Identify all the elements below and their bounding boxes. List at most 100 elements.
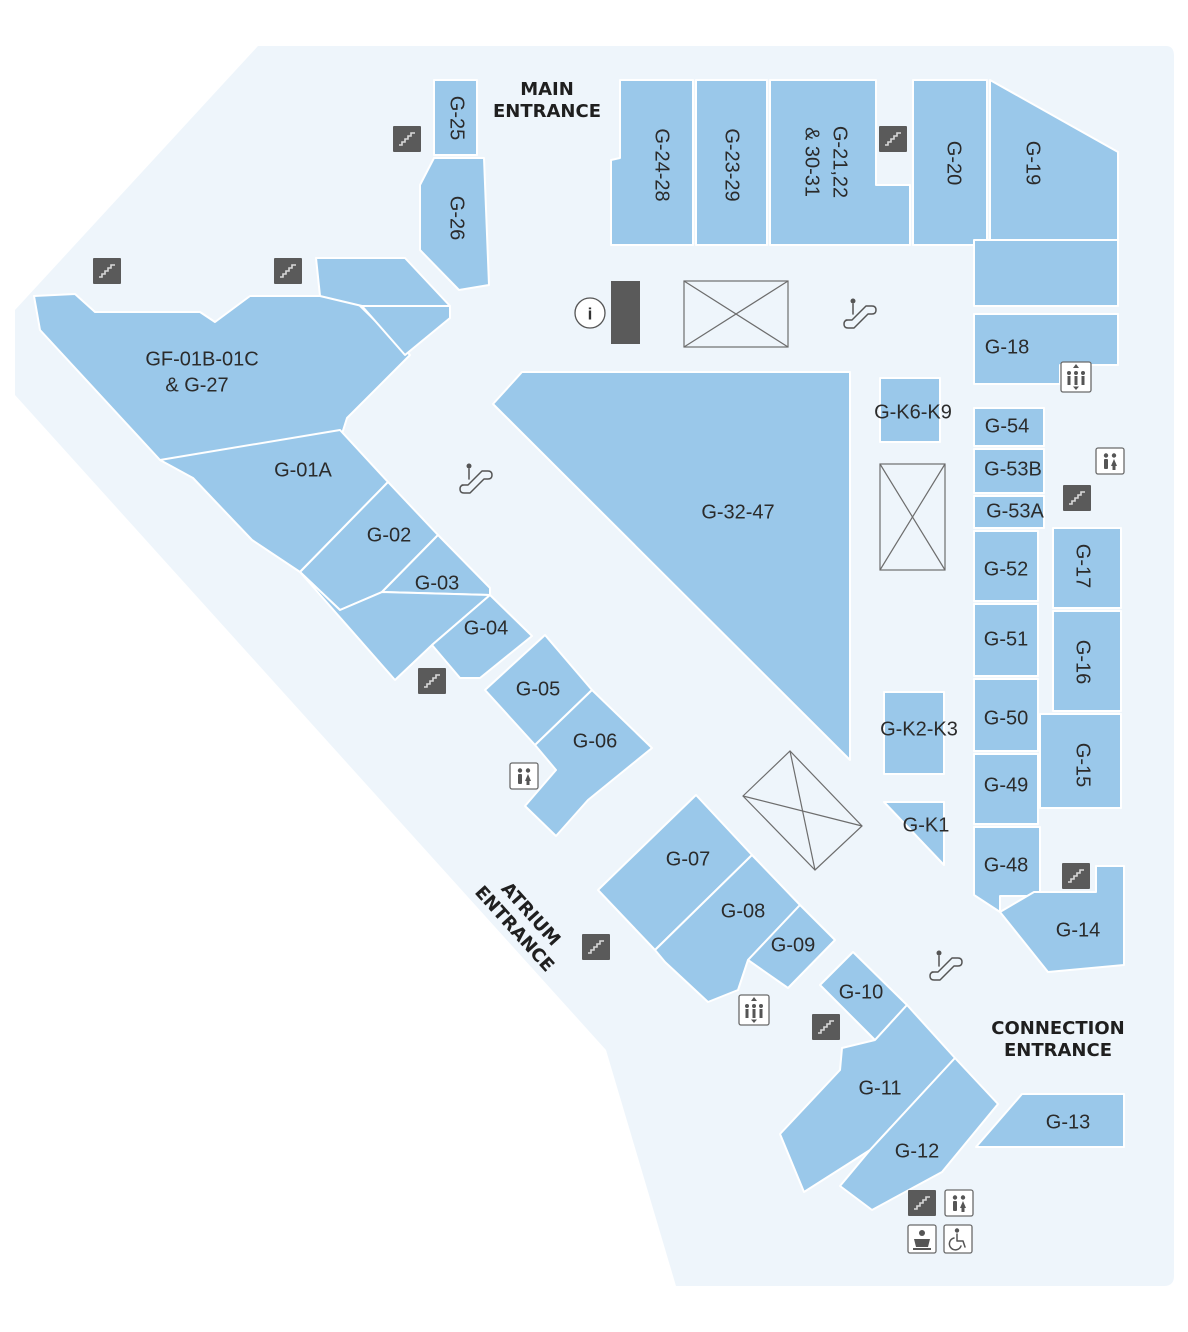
label-g-01a: G-01A: [274, 459, 332, 481]
info-counter: [611, 281, 640, 344]
staircase-icon[interactable]: [811, 1013, 841, 1041]
label-g-09: G-09: [771, 934, 815, 956]
unit-g-26[interactable]: [419, 157, 490, 291]
svg-text:CONNECTION: CONNECTION: [991, 1018, 1125, 1039]
svg-text:ENTRANCE: ENTRANCE: [1004, 1040, 1112, 1061]
unit-g-k1[interactable]: [883, 801, 945, 866]
staircase-icon[interactable]: [92, 257, 122, 285]
unit-g-53b[interactable]: [973, 448, 1045, 494]
label-g-54: G-54: [985, 415, 1029, 437]
main-entrance-label: MAIN ENTRANCE: [493, 79, 601, 122]
unit-g-18[interactable]: [973, 313, 1119, 385]
staircase-icon[interactable]: [581, 933, 611, 961]
label-g-12: G-12: [895, 1140, 939, 1162]
svg-text:ENTRANCE: ENTRANCE: [493, 101, 601, 122]
label-g-08: G-08: [721, 900, 765, 922]
label-g-11: G-11: [859, 1077, 902, 1099]
unit-g-09[interactable]: [747, 904, 836, 989]
unit-g-13[interactable]: [975, 1093, 1125, 1148]
label-g-53b: G-53B: [984, 458, 1042, 480]
unit-g-08[interactable]: [654, 854, 801, 1003]
baby-room-icon[interactable]: [907, 1224, 937, 1254]
unit-g-06[interactable]: [524, 689, 653, 837]
unit-g-k2-k3[interactable]: [883, 691, 945, 775]
label-g-51: G-51: [984, 628, 1028, 650]
unit-g-49[interactable]: [973, 753, 1039, 825]
label-g-10: G-10: [839, 981, 883, 1003]
accessible-icon[interactable]: [943, 1224, 973, 1254]
label-g-25: G-25: [446, 96, 468, 140]
label-g-19: G-19: [1022, 141, 1044, 185]
unit-g-17[interactable]: [1052, 527, 1122, 609]
atrium-void-east: [879, 463, 946, 571]
label-g-16: G-16: [1072, 640, 1094, 684]
unit-g-32-47[interactable]: [492, 371, 851, 761]
restroom-icon[interactable]: [944, 1189, 974, 1217]
label-g-07: G-07: [666, 848, 710, 870]
connection-entrance-label: CONNECTION ENTRANCE: [991, 1018, 1125, 1061]
label-g-k1: G-K1: [903, 814, 950, 836]
atrium-void-south: [742, 750, 863, 871]
restroom-icon[interactable]: [1095, 447, 1125, 475]
unit-g-14[interactable]: [999, 865, 1125, 973]
label-g-k2-k3: G-K2-K3: [880, 718, 958, 740]
label-g-02: G-02: [367, 524, 411, 546]
unit-g-54[interactable]: [973, 407, 1045, 447]
label-g-05: G-05: [516, 678, 560, 700]
restroom-icon[interactable]: [509, 762, 539, 790]
label-g-53a: G-53A: [986, 500, 1044, 522]
label-g-52: G-52: [984, 558, 1028, 580]
unit-g-k6-k9[interactable]: [879, 377, 941, 443]
unit-g-21-22-30-31[interactable]: [769, 79, 911, 246]
staircase-icon[interactable]: [417, 667, 447, 695]
unit-g-16[interactable]: [1052, 610, 1122, 712]
label-g-13: G-13: [1046, 1111, 1090, 1133]
lift-icon[interactable]: [1060, 361, 1092, 393]
unit-g-19b[interactable]: [973, 239, 1119, 307]
unit-g-12[interactable]: [839, 1057, 999, 1211]
label-g-24-28: G-24-28: [651, 128, 673, 201]
staircase-icon[interactable]: [878, 125, 908, 153]
unit-g-53a[interactable]: [973, 495, 1045, 529]
staircase-icon[interactable]: [907, 1189, 937, 1217]
label-g-49: G-49: [984, 774, 1028, 796]
unit-g-25[interactable]: [433, 79, 478, 156]
unit-g-15[interactable]: [1039, 713, 1122, 809]
unit-g-48[interactable]: [973, 826, 1041, 913]
staircase-icon[interactable]: [1062, 484, 1092, 512]
label-g-14: G-14: [1056, 919, 1100, 941]
atrium-void-north: [683, 280, 789, 348]
unit-g-04[interactable]: [431, 594, 533, 679]
label-g-23-29: G-23-29: [721, 128, 743, 201]
label-g-20: G-20: [943, 141, 965, 185]
label-g-03: G-03: [415, 572, 459, 594]
staircase-icon[interactable]: [1061, 862, 1091, 890]
label-g-50: G-50: [984, 707, 1028, 729]
label-g-26: G-26: [446, 196, 468, 240]
unit-g-51[interactable]: [973, 603, 1039, 677]
unit-g-23-29[interactable]: [695, 79, 768, 246]
label-g-21-22-a: G-21,22: [829, 126, 851, 198]
label-g-32-47: G-32-47: [701, 501, 774, 523]
unit-g-50[interactable]: [973, 678, 1039, 752]
staircase-icon[interactable]: [392, 125, 422, 153]
unit-g-11[interactable]: [779, 1004, 956, 1193]
information-icon[interactable]: i: [574, 297, 606, 329]
unit-labels: G-25 G-26 G-24-28 G-23-29 G-21,22 & 30-3…: [145, 96, 1100, 1163]
label-g-21-22-b: & 30-31: [801, 127, 823, 197]
label-g-k6-k9: G-K6-K9: [874, 401, 952, 423]
unit-g-52[interactable]: [973, 530, 1039, 602]
label-g-48: G-48: [984, 854, 1028, 876]
svg-text:MAIN: MAIN: [520, 79, 574, 100]
label-gf-01b-b: & G-27: [165, 374, 228, 396]
label-g-15: G-15: [1072, 743, 1094, 787]
label-gf-01b-a: GF-01B-01C: [145, 348, 258, 370]
unit-gf-01b-roof-b[interactable]: [361, 305, 451, 356]
staircase-icon[interactable]: [273, 257, 303, 285]
svg-text:i: i: [588, 304, 593, 323]
label-g-06: G-06: [573, 730, 617, 752]
label-g-04: G-04: [464, 617, 508, 639]
unit-g-24-28[interactable]: [610, 79, 694, 246]
lift-icon[interactable]: [738, 994, 770, 1026]
